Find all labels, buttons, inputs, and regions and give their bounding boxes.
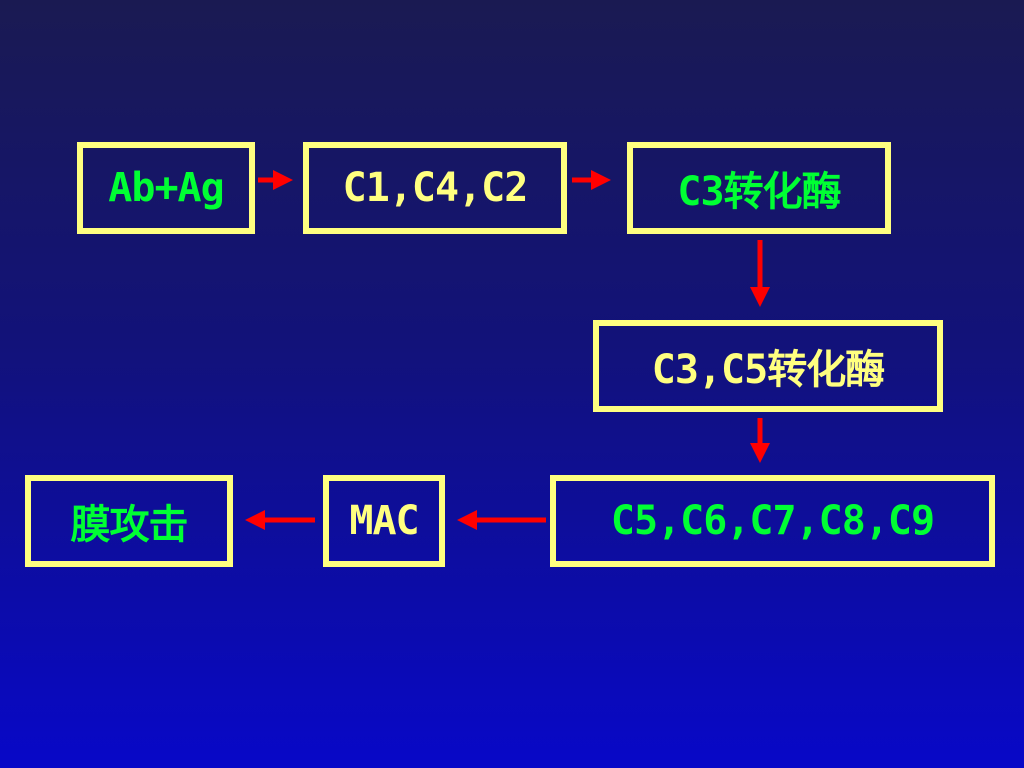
node-c1-c4-c2: C1,C4,C2 [303,142,567,234]
node-ab-ag: Ab+Ag [77,142,255,234]
node-membrane-attack: 膜攻击 [25,475,233,567]
node-c3-convertase: C3转化酶 [627,142,891,234]
node-c5-c9: C5,C6,C7,C8,C9 [550,475,995,567]
node-c3-c5-convertase: C3,C5转化酶 [593,320,943,412]
node-mac: MAC [323,475,445,567]
